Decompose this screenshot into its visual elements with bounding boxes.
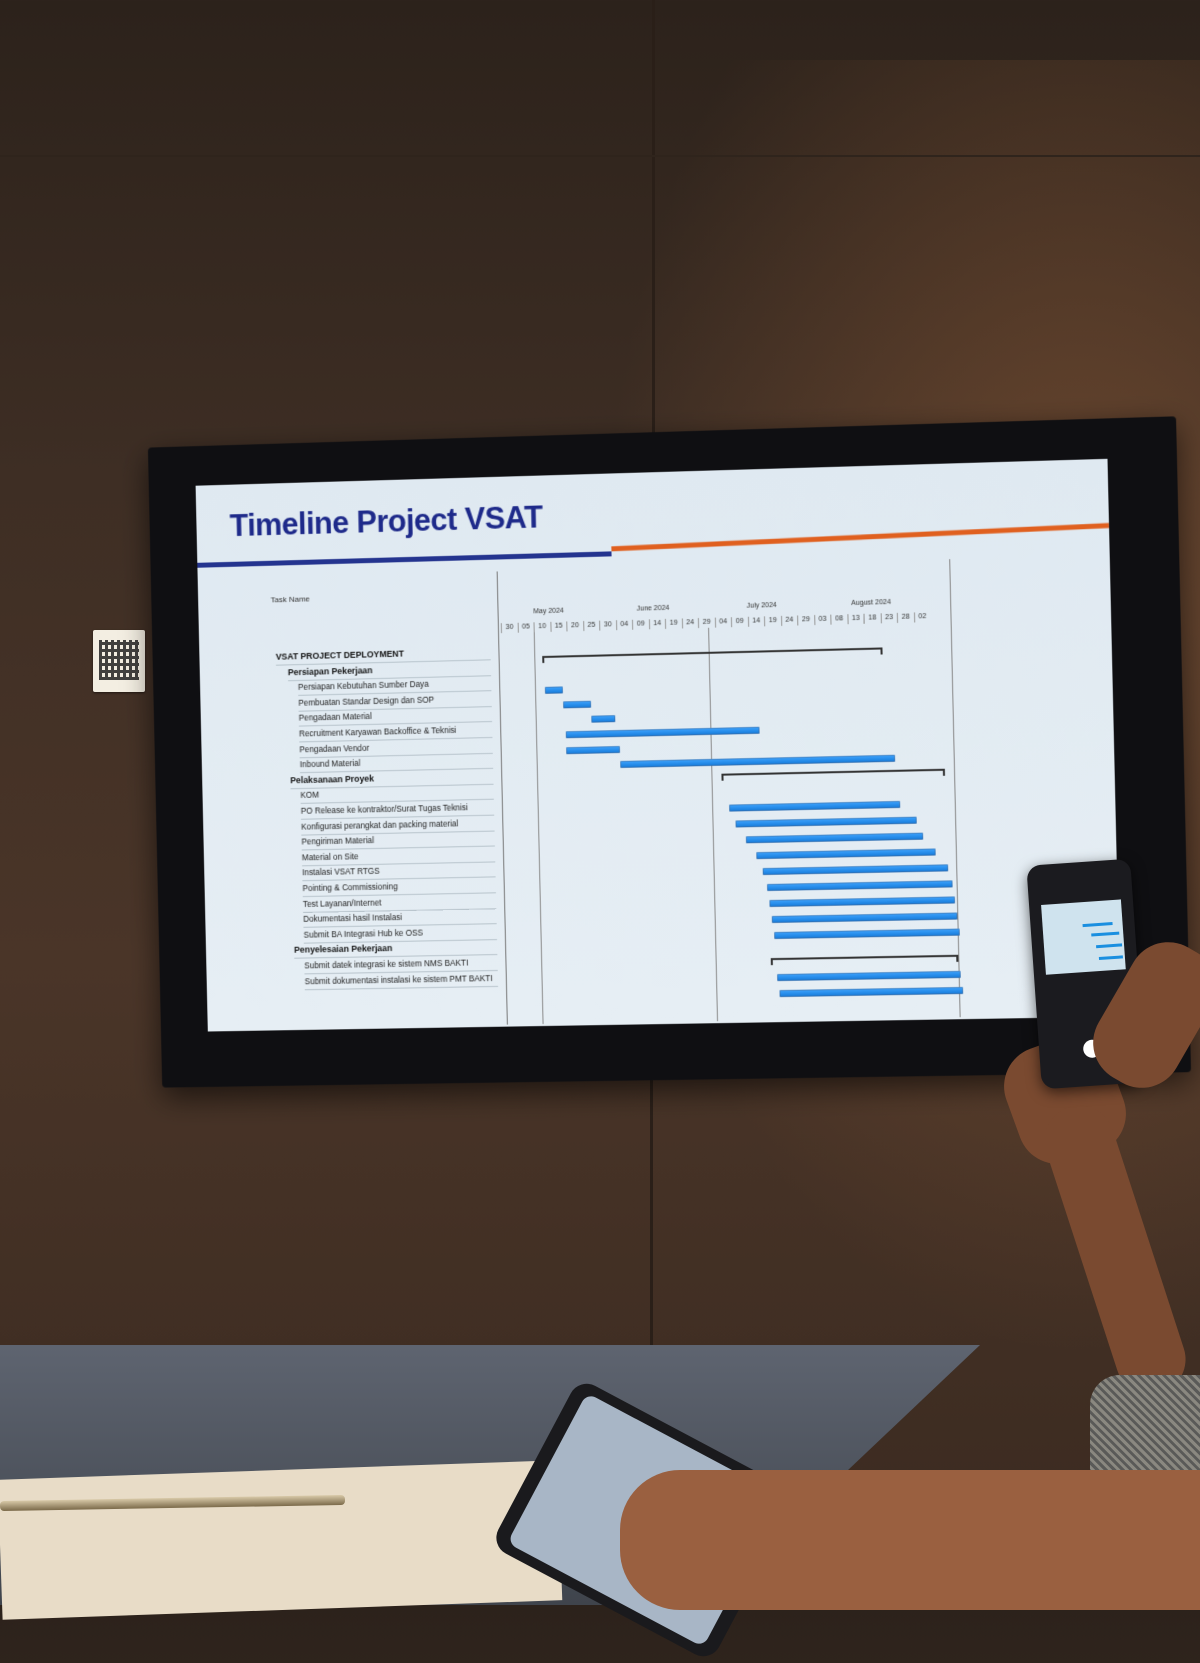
task-bar (777, 970, 961, 982)
notebook-paper (0, 1460, 563, 1620)
month-label: August 2024 (851, 598, 891, 608)
task-bar (565, 726, 760, 739)
summary-bar (542, 647, 883, 659)
day-tick: 24 (681, 618, 699, 629)
task-bar (756, 848, 936, 860)
gantt-chart: Task Name May 2024 June 2024 July 2024 A… (266, 557, 1035, 1028)
task-bar (745, 832, 924, 844)
wall-seam (652, 0, 655, 470)
day-tick: 08 (830, 614, 848, 625)
task-bar (735, 816, 917, 828)
title-rule-blue (197, 551, 612, 568)
wall-seam (0, 155, 1200, 157)
timeline-gridline (533, 632, 544, 1025)
month-label: June 2024 (636, 604, 670, 613)
day-tick: 14 (648, 618, 666, 630)
summary-bar (770, 954, 959, 961)
title-rule-orange (611, 522, 1110, 552)
gantt-divider (496, 571, 508, 1025)
task-bar (563, 700, 592, 709)
day-tick: 25 (582, 620, 600, 632)
day-tick: 09 (631, 619, 649, 630)
summary-bar (721, 768, 945, 776)
task-bar (779, 986, 964, 998)
presentation-slide: Timeline Project VSAT Task Name May 2024… (195, 458, 1121, 1032)
task-name-header: Task Name (270, 594, 310, 605)
day-tick: 09 (730, 616, 748, 628)
day-tick: 15 (549, 621, 567, 632)
camera-preview (1041, 899, 1126, 975)
day-tick: 30 (500, 622, 518, 634)
gantt-edge (949, 559, 961, 1018)
day-tick: 03 (813, 614, 831, 626)
day-tick: 14 (747, 616, 765, 627)
task-bar (767, 880, 953, 892)
task-bar (762, 864, 949, 876)
day-tick: 28 (896, 612, 914, 623)
task-bar (774, 928, 960, 940)
task-bar (729, 800, 901, 812)
timeline-gridline (708, 627, 719, 1022)
day-tick: 04 (615, 619, 633, 631)
day-tick: 19 (664, 618, 682, 629)
task-bar (544, 686, 563, 694)
day-tick: 23 (880, 612, 898, 624)
day-tick: 20 (566, 621, 583, 632)
day-tick: 24 (780, 615, 798, 626)
task-bar (769, 896, 956, 908)
day-tick: 10 (533, 621, 551, 633)
day-tick: 04 (714, 617, 732, 628)
day-tick: 30 (599, 620, 616, 631)
day-tick: 19 (763, 615, 781, 627)
task-bar (771, 912, 958, 924)
task-bar (591, 715, 616, 723)
hand (620, 1470, 1200, 1610)
month-label: May 2024 (533, 607, 564, 616)
qr-sticker (93, 630, 145, 692)
slide-title: Timeline Project VSAT (229, 499, 543, 544)
day-tick: 05 (517, 622, 534, 633)
wall-seam (650, 1080, 653, 1350)
task-label: Submit dokumentasi instalasi ke sistem P… (304, 970, 499, 990)
month-label: July 2024 (746, 601, 777, 610)
day-tick: 29 (797, 615, 814, 626)
day-tick: 18 (863, 613, 881, 624)
task-bar (620, 754, 896, 768)
day-tick: 02 (913, 612, 931, 623)
task-bar (566, 745, 621, 755)
day-tick: 29 (697, 617, 715, 629)
qr-code-icon (99, 640, 139, 680)
day-tick: 13 (846, 613, 864, 625)
